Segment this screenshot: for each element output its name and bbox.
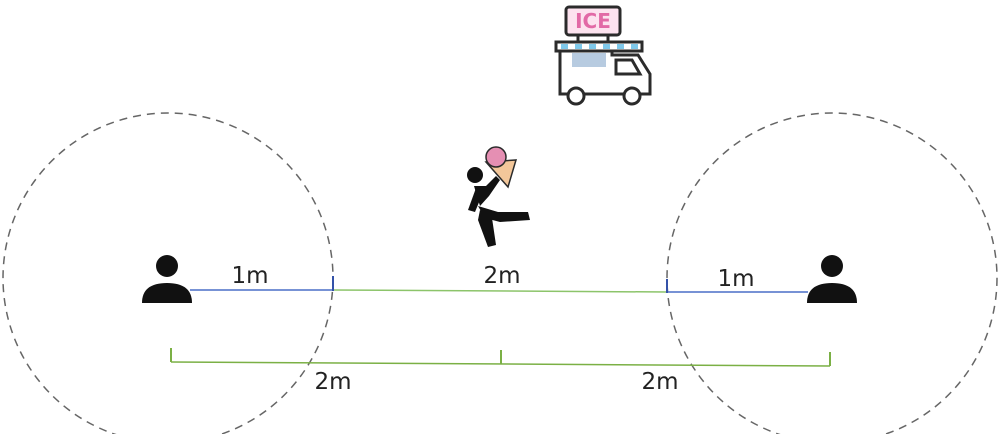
ice-cream-truck-icon: ICE	[554, 5, 652, 106]
left-person-icon	[142, 255, 192, 303]
label-right-radius: 1m	[717, 266, 754, 292]
right-distance-circle	[666, 112, 998, 434]
truck-sign-text: ICE	[575, 9, 611, 33]
label-left-radius: 1m	[231, 263, 268, 289]
walking-person-with-ice-cream-icon	[467, 146, 530, 247]
right-person-icon	[807, 255, 857, 303]
label-gap: 2m	[483, 263, 520, 289]
label-bottom-left: 2m	[314, 369, 351, 395]
label-bottom-right: 2m	[641, 369, 678, 395]
gap-line	[332, 289, 668, 293]
